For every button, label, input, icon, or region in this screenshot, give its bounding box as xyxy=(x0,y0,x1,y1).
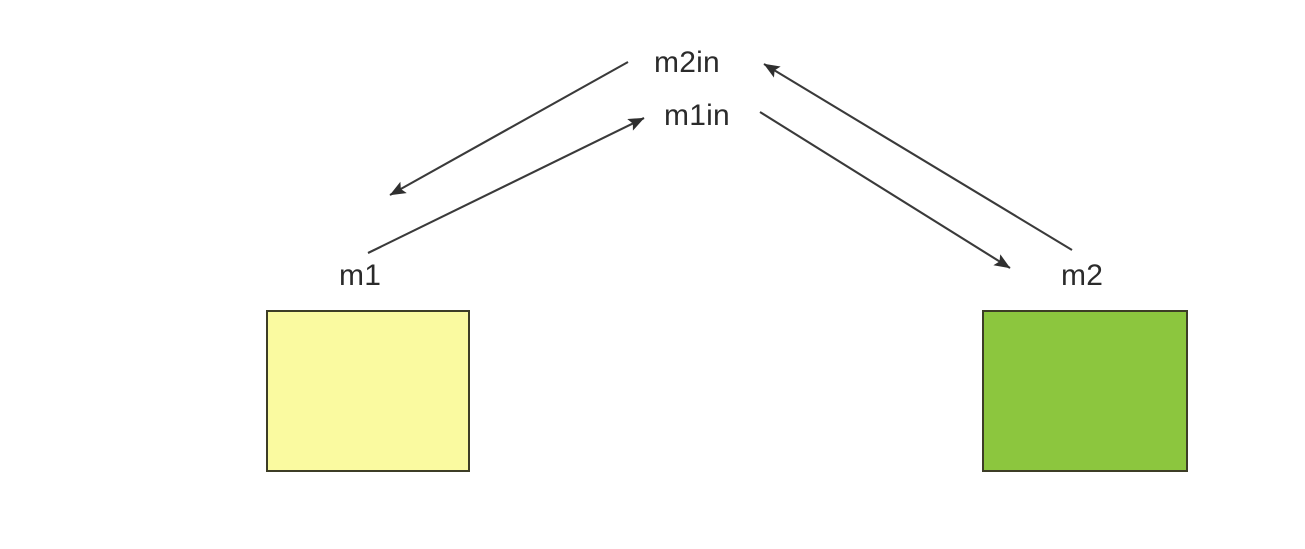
arrow-m2in-to-m1 xyxy=(389,61,629,196)
node-label-m1: m1 xyxy=(339,259,382,292)
node-box-m2[interactable] xyxy=(982,310,1188,472)
arrow-m2-to-m2in xyxy=(763,63,1073,251)
arrow-m1in-to-m2 xyxy=(759,111,1011,269)
node-box-m1[interactable] xyxy=(266,310,470,472)
port-label-m2in: m2in xyxy=(654,46,720,79)
node-label-m2: m2 xyxy=(1061,259,1104,292)
arrow-m1-to-m1in xyxy=(367,117,645,254)
port-label-m1in: m1in xyxy=(664,99,730,132)
